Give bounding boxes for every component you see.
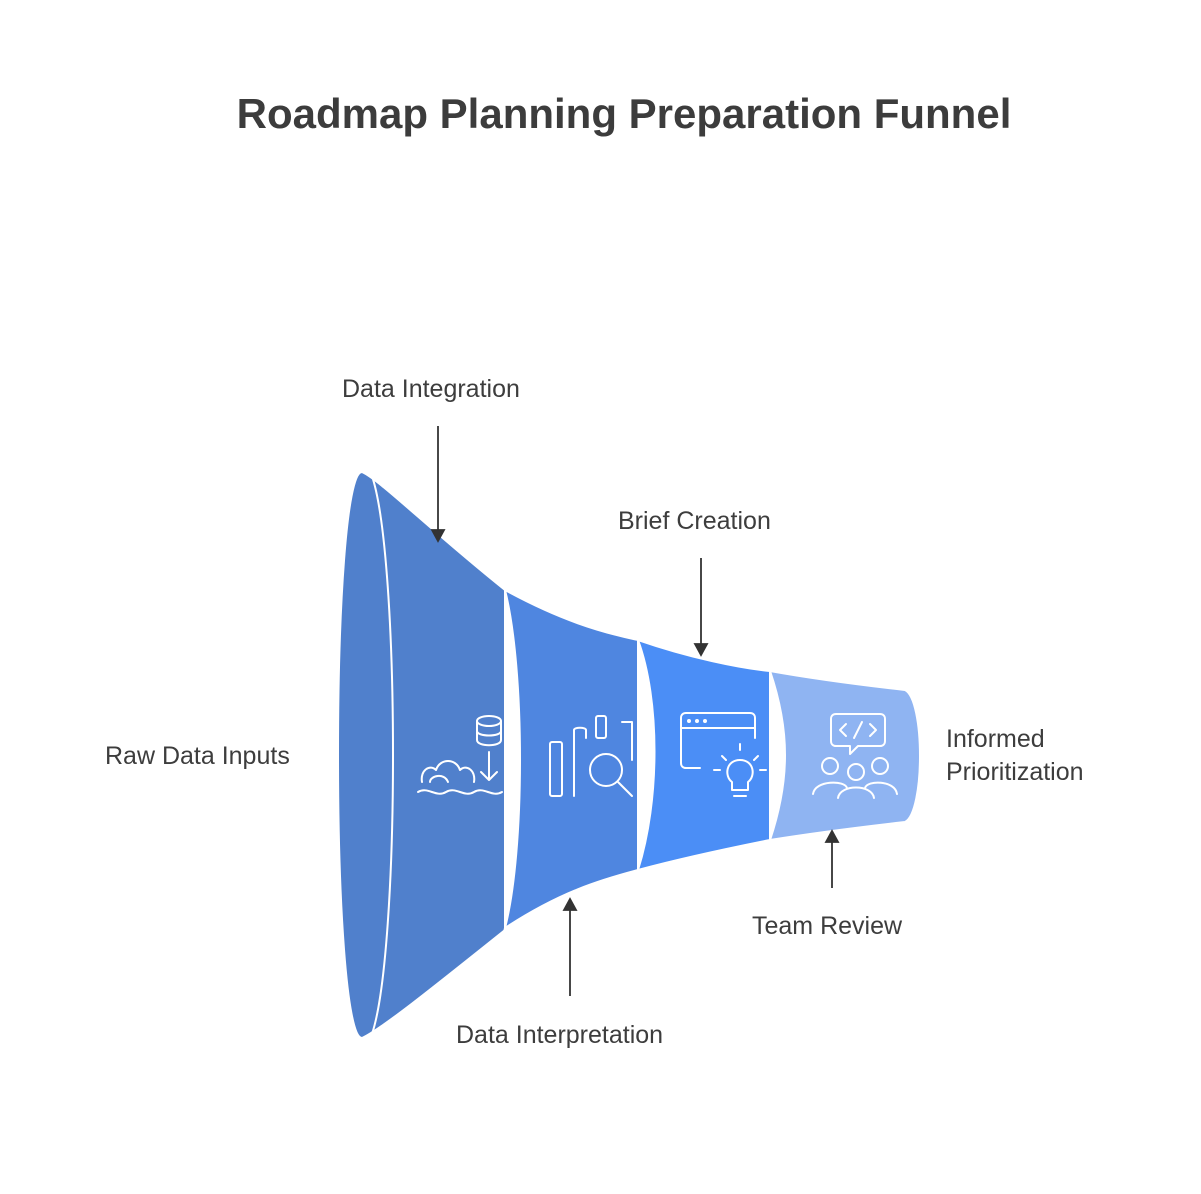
arrow-team-review xyxy=(824,829,840,888)
label-team-review: Team Review xyxy=(752,912,903,940)
label-data-interpretation: Data Interpretation xyxy=(456,1021,664,1049)
label-data-integration: Data Integration xyxy=(342,375,520,403)
arrow-brief-creation xyxy=(693,558,709,657)
data-ingest-icon xyxy=(417,715,503,795)
label-brief-creation: Brief Creation xyxy=(618,507,771,535)
diagram-title: Roadmap Planning Preparation Funnel xyxy=(236,90,1012,137)
label-raw-data-inputs: Raw Data Inputs xyxy=(105,742,290,770)
label-outcome-line1: Informed xyxy=(946,725,1045,753)
funnel-segment-raw-data-inputs xyxy=(337,470,506,1040)
idea-window-icon xyxy=(680,712,767,797)
team-code-icon xyxy=(812,713,898,799)
analytics-search-icon xyxy=(549,715,633,797)
arrow-data-interpretation xyxy=(562,897,578,996)
label-outcome-line2: Prioritization xyxy=(946,758,1084,786)
funnel-rim xyxy=(371,475,394,1035)
arrow-data-integration xyxy=(430,426,446,543)
funnel-segment-brief-creation xyxy=(768,669,921,842)
funnel-segment-data-integration xyxy=(503,588,639,931)
funnel-segment-data-interpretation xyxy=(636,638,771,872)
